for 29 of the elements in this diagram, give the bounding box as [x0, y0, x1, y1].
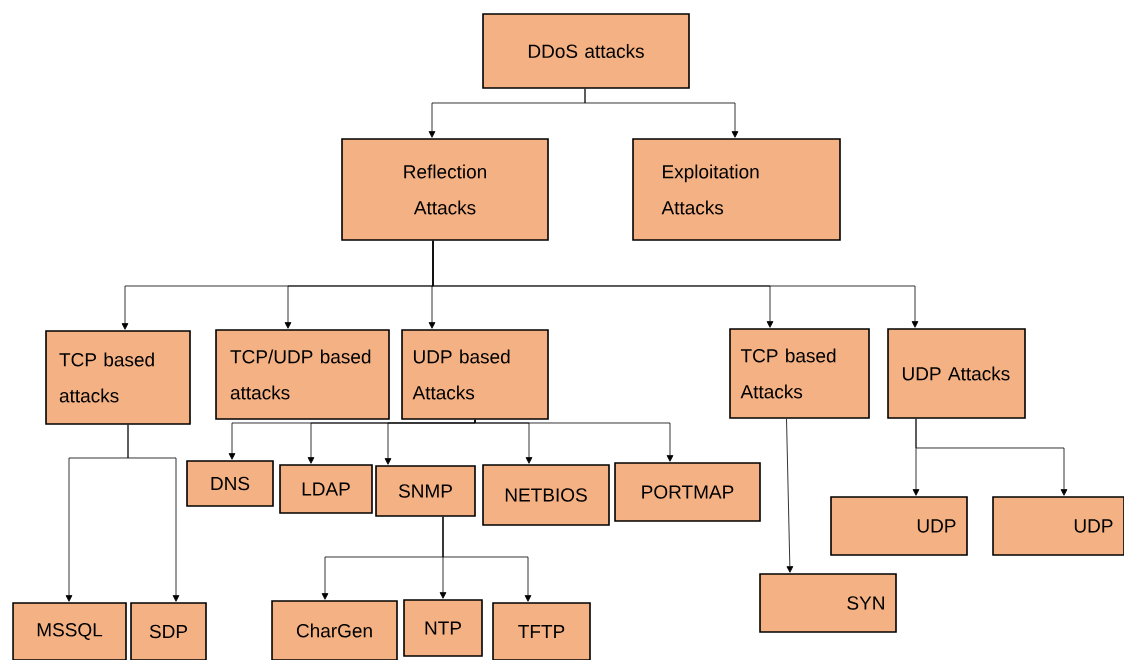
category-box: TCP based attacks: [45, 330, 191, 425]
arrow: [384, 419, 476, 465]
arrow: [474, 419, 674, 462]
category-box: UDP: [992, 496, 1124, 556]
category-box: DDoS attacks: [482, 13, 690, 89]
category-box: NTP: [403, 599, 483, 657]
category-box: SNMP: [375, 465, 476, 517]
arrow: [442, 516, 532, 602]
arrow: [915, 418, 1068, 496]
category-box: TCP based Attacks: [729, 328, 870, 419]
category-box: NETBIOS: [482, 464, 610, 526]
arrow: [584, 88, 739, 138]
category-box: UDP Attacks: [887, 328, 1026, 419]
arrow: [432, 240, 919, 328]
arrow: [127, 424, 180, 602]
category-box: TCP/UDP based attacks: [215, 329, 390, 420]
category-box: Reflection Attacks: [341, 138, 549, 241]
category-box: SDP: [130, 602, 207, 660]
category-box: DNS: [186, 460, 274, 507]
category-box: PORTMAP: [614, 462, 761, 522]
category-box: UDP: [830, 496, 968, 556]
category-box: SYN: [759, 573, 897, 633]
arrow: [786, 418, 794, 573]
category-box: LDAP: [279, 464, 373, 514]
category-box: UDP based Attacks: [401, 329, 549, 420]
category-box: MSSQL: [12, 602, 127, 660]
category-box: TFTP: [492, 602, 591, 660]
category-box: Exploitation Attacks: [632, 138, 841, 241]
category-box: CharGen: [271, 600, 398, 660]
